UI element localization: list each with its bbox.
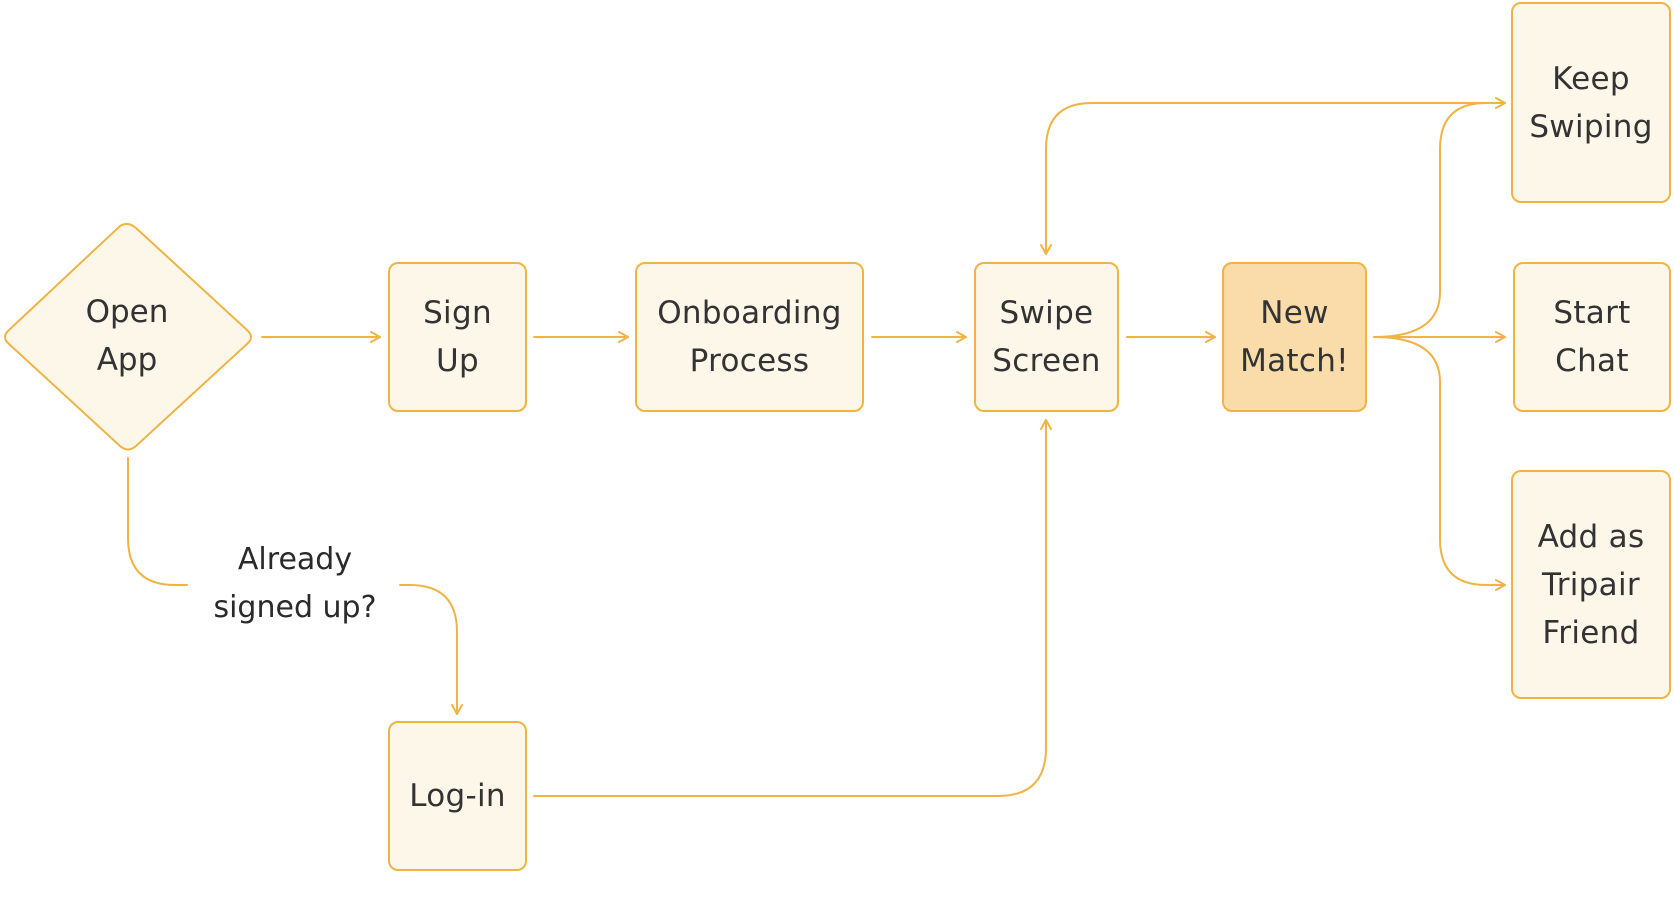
already-signed-up-label: Already signed up? <box>213 542 377 625</box>
edge-question-to-login <box>399 584 463 715</box>
edge-login-to-swipe <box>533 419 1052 797</box>
edge-match-to-keep-swiping <box>1373 97 1506 338</box>
onboarding-label: Onboarding Process <box>657 295 842 379</box>
open-app-label: Open App <box>85 294 169 378</box>
edge-keep-swiping-to-swipe <box>1040 102 1506 255</box>
open-app-diamond[interactable] <box>4 222 252 451</box>
start-chat-label: Start Chat <box>1553 295 1631 379</box>
keep-swiping-node[interactable]: Keep Swiping <box>1511 2 1671 203</box>
add-friend-label: Add as Tripair Friend <box>1537 518 1645 651</box>
start-chat-node[interactable]: Start Chat <box>1513 262 1671 412</box>
onboarding-node[interactable]: Onboarding Process <box>635 262 864 412</box>
swipe-screen-node[interactable]: Swipe Screen <box>974 262 1119 412</box>
log-in-node[interactable]: Log-in <box>388 721 527 871</box>
keep-swiping-label: Keep Swiping <box>1529 60 1653 145</box>
log-in-label: Log-in <box>409 778 506 814</box>
new-match-label: New Match! <box>1240 295 1349 379</box>
edge-match-to-add-friend <box>1373 336 1506 591</box>
new-match-node[interactable]: New Match! <box>1222 262 1367 412</box>
edge-open-to-question <box>127 457 188 586</box>
sign-up-label: Sign Up <box>423 295 492 379</box>
add-friend-node[interactable]: Add as Tripair Friend <box>1511 470 1671 699</box>
swipe-screen-label: Swipe Screen <box>992 295 1101 379</box>
sign-up-node[interactable]: Sign Up <box>388 262 527 412</box>
